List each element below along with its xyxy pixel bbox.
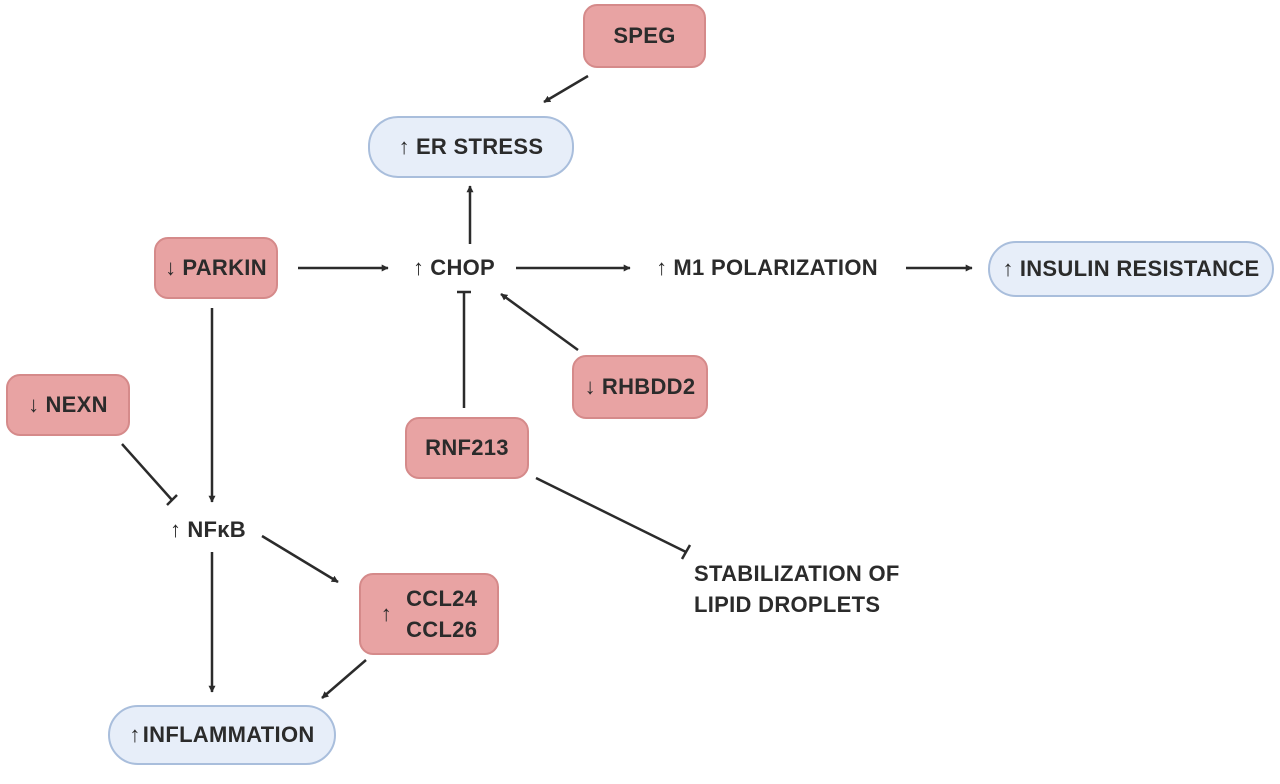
node-ccl: ↑ CCL24 CCL26 — [359, 573, 499, 655]
insulin-resistance-label: INSULIN RESISTANCE — [1019, 256, 1260, 281]
chop-label: CHOP — [430, 255, 496, 280]
up-arrow-icon: ↑ — [656, 255, 668, 280]
speg-label: SPEG — [613, 23, 676, 48]
inhibit-bar-lipid — [680, 544, 692, 560]
node-speg: SPEG — [583, 4, 706, 68]
down-arrow-icon: ↓ — [28, 392, 40, 417]
er-stress-label: ER STRESS — [415, 134, 544, 159]
lipid-line1: STABILIZATION OF — [694, 561, 900, 586]
down-arrow-icon: ↓ — [584, 374, 596, 399]
up-arrow-icon: ↑ — [412, 255, 425, 280]
rhbdd2-label: RHBDD2 — [601, 374, 696, 399]
up-arrow-icon: ↑ — [380, 601, 393, 626]
node-nfkb: ↑ NFκB — [152, 512, 264, 548]
node-rnf213: RNF213 — [405, 417, 529, 479]
edge-nfkb-ccl — [261, 534, 339, 584]
node-inflammation: ↑ INFLAMMATION — [108, 705, 336, 765]
m1-polarization-label: M1 POLARIZATION — [673, 255, 878, 280]
node-m1-polarization: ↑ M1 POLARIZATION — [636, 250, 898, 286]
down-arrow-icon: ↓ — [165, 255, 177, 280]
node-chop: ↑ CHOP — [398, 250, 510, 286]
up-arrow-icon: ↑ — [129, 722, 141, 747]
lipid-labels: STABILIZATION OF LIPID DROPLETS — [694, 558, 900, 620]
up-arrow-icon: ↑ — [398, 134, 410, 159]
nfkb-label: NFκB — [187, 517, 246, 542]
edge-ccl-inflammation — [321, 659, 367, 699]
ccl24-label: CCL24 — [406, 586, 478, 611]
edge-rnf213-lipid — [535, 476, 687, 554]
node-nexn: ↓ NEXN — [6, 374, 130, 436]
node-insulin-resistance: ↑ INSULIN RESISTANCE — [988, 241, 1274, 297]
node-lipid-droplets: STABILIZATION OF LIPID DROPLETS — [694, 558, 934, 620]
edge-speg-er-stress — [543, 74, 589, 104]
lipid-line2: LIPID DROPLETS — [694, 592, 881, 617]
edge-nexn-nfkb — [121, 443, 173, 501]
node-er-stress: ↑ ER STRESS — [368, 116, 574, 178]
up-arrow-icon: ↑ — [170, 517, 182, 542]
rnf213-label: RNF213 — [425, 435, 509, 460]
node-parkin: ↓ PARKIN — [154, 237, 278, 299]
node-rhbdd2: ↓ RHBDD2 — [572, 355, 708, 419]
inhibit-bar-nfkb — [166, 494, 178, 506]
edge-rhbdd2-chop — [500, 292, 579, 352]
inflammation-label: INFLAMMATION — [142, 722, 315, 747]
parkin-label: PARKIN — [182, 255, 267, 280]
nexn-label: NEXN — [45, 392, 108, 417]
up-arrow-icon: ↑ — [1002, 256, 1014, 281]
ccl-labels: CCL24 CCL26 — [406, 583, 477, 645]
ccl26-label: CCL26 — [406, 617, 478, 642]
